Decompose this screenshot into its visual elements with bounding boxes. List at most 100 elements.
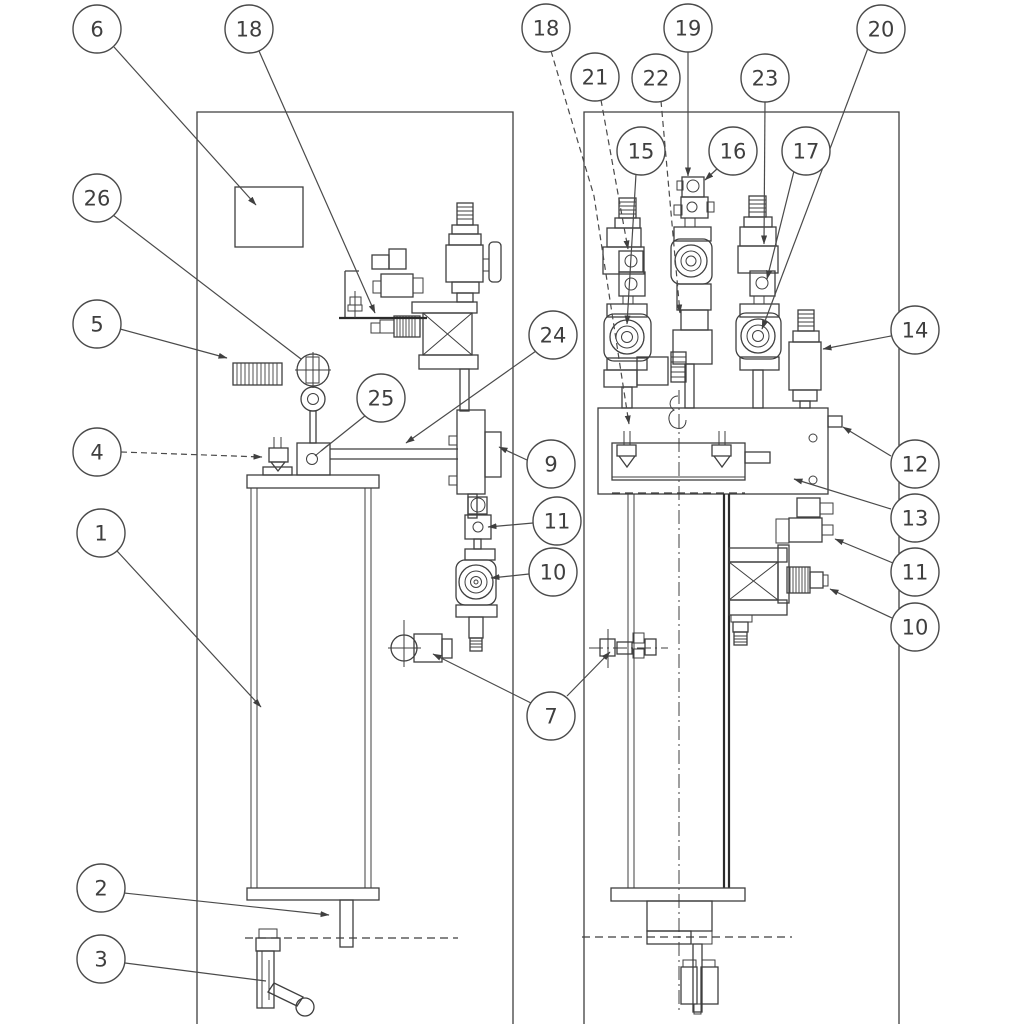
balloon-number: 7: [544, 705, 557, 729]
balloon-number: 16: [720, 140, 747, 164]
balloon-number: 5: [90, 313, 103, 337]
balloon-circle: [890, 547, 940, 597]
side-sensor-7: [589, 629, 668, 668]
piston-rod-front: [339, 899, 354, 948]
balloon-circle: [76, 508, 126, 558]
balloon-number: 9: [544, 453, 557, 477]
balloon-circle: [890, 602, 940, 652]
callout-15: 15: [616, 126, 666, 325]
leader-line: [761, 47, 869, 330]
callout-2: 2: [76, 863, 330, 918]
leader-line: [761, 101, 768, 245]
leader-line: [766, 170, 795, 280]
balloon-number: 3: [94, 948, 107, 972]
front-cylinder: [245, 466, 458, 948]
leader-line: [842, 426, 892, 457]
callout-17: 17: [766, 126, 831, 280]
balloon-circle: [532, 496, 582, 546]
balloon-number: 20: [868, 18, 895, 42]
callout-24: 24: [405, 310, 578, 444]
balloon-number: 11: [544, 510, 571, 534]
balloon-number: 1: [94, 522, 107, 546]
callout-16: 16: [704, 126, 758, 181]
regulator-knob: [488, 241, 502, 283]
balloon-circle: [631, 53, 681, 103]
front-toggle-clamp: [255, 928, 315, 1017]
nameplate: [234, 186, 304, 248]
leader-line: [432, 653, 532, 704]
leader-line: [487, 522, 534, 530]
leader-line: [258, 50, 376, 314]
balloon-circle: [708, 126, 758, 176]
callout-7: 7: [432, 651, 611, 741]
balloon-number: 23: [752, 67, 779, 91]
callout-11-left: 11: [487, 496, 582, 546]
balloon-number: 17: [793, 140, 820, 164]
side-regulator-14: [788, 309, 822, 409]
balloon-circle: [781, 126, 831, 176]
leader-line: [116, 550, 262, 708]
side-valve-right: [735, 195, 782, 409]
balloon-circle: [526, 691, 576, 741]
callout-4: 4: [72, 427, 263, 477]
leader-line: [490, 573, 530, 581]
lifting-hook: [668, 395, 687, 429]
side-valve-middle: [668, 176, 715, 429]
front-regulator-valve: [411, 202, 502, 412]
leader-line: [119, 328, 228, 359]
callout-11-right: 11: [834, 538, 940, 597]
callout-14: 14: [822, 305, 940, 355]
callout-18-right: 18: [521, 3, 631, 425]
callout-20: 20: [761, 4, 906, 330]
balloon-circle: [76, 934, 126, 984]
callout-23: 23: [740, 53, 790, 245]
callout-25: 25: [320, 373, 406, 452]
balloon-circle: [856, 4, 906, 54]
leader-line: [112, 214, 302, 360]
balloon-circle: [663, 3, 713, 53]
leader-line: [660, 100, 683, 314]
leader-line: [834, 538, 894, 564]
front-solenoid: [339, 248, 427, 338]
callout-1: 1: [76, 508, 262, 708]
side-cylinder: [582, 390, 792, 1015]
balloon-circle: [224, 4, 274, 54]
callout-10-left: 10: [490, 547, 578, 597]
leader-line: [124, 962, 267, 982]
balloon-number: 15: [628, 140, 655, 164]
balloon-circle: [72, 299, 122, 349]
callout-6: 6: [72, 4, 257, 206]
callout-18-left: 18: [224, 4, 376, 314]
balloon-circle: [890, 305, 940, 355]
balloon-number: 21: [582, 66, 609, 90]
callout-22: 22: [631, 53, 683, 314]
balloon-number: 22: [643, 67, 670, 91]
balloon-number: 10: [540, 561, 567, 585]
balloon-number: 18: [236, 18, 263, 42]
balloon-circle: [356, 373, 406, 423]
callout-5: 5: [72, 299, 228, 359]
front-top-fittings: [232, 352, 458, 476]
balloon-circle: [890, 439, 940, 489]
balloon-number: 25: [368, 387, 395, 411]
callout-26: 26: [72, 173, 302, 360]
balloon-circle: [526, 439, 576, 489]
balloon-circle: [76, 863, 126, 913]
balloon-circle: [72, 4, 122, 54]
balloon-circle: [616, 126, 666, 176]
leader-line: [793, 478, 892, 510]
balloon-circle: [570, 52, 620, 102]
leader-line: [498, 446, 528, 461]
balloon-number: 14: [902, 319, 929, 343]
balloon-circle: [72, 173, 122, 223]
front-valve-stack: [388, 409, 502, 667]
left-panel: [196, 111, 514, 1024]
balloon-circle: [740, 53, 790, 103]
balloon-number: 4: [90, 441, 103, 465]
balloon-number: 2: [94, 877, 107, 901]
balloon-circle: [528, 310, 578, 360]
callout-9: 9: [498, 439, 576, 489]
balloon-number: 12: [902, 453, 929, 477]
